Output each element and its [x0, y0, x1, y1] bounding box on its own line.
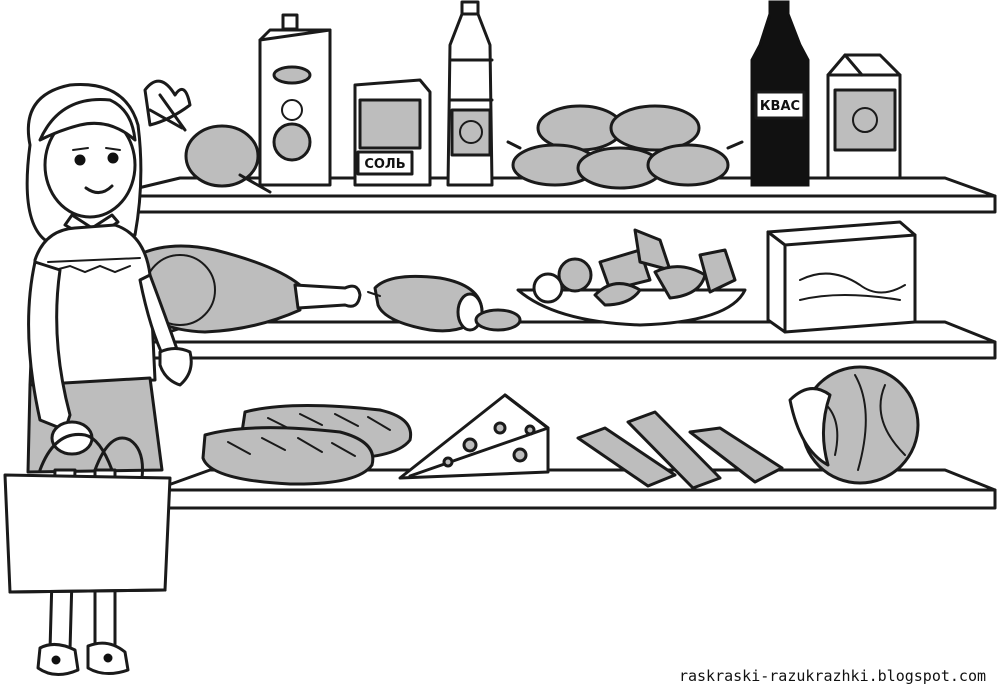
- baguette-front: [201, 426, 375, 486]
- sausage-links: [506, 104, 744, 190]
- cheese-wedge: [398, 393, 550, 480]
- cabbage: [788, 365, 920, 485]
- salami: [367, 274, 522, 333]
- shopper-girl: [25, 83, 193, 676]
- crispbread: [576, 410, 784, 490]
- beet: [143, 79, 272, 194]
- milk-carton-small: [826, 53, 902, 180]
- watermark: raskraski-razukrazhki.blogspot.com: [678, 667, 986, 685]
- oil-bottle: [446, 0, 494, 187]
- shelf-middle: [148, 320, 997, 360]
- kvass-bottle: КВАС: [750, 0, 810, 187]
- candy-bowl: [516, 228, 747, 327]
- biscuit-box: [766, 220, 917, 334]
- shelf-bottom: [158, 468, 997, 510]
- shopping-bag: [3, 432, 172, 594]
- kvass-label: КВАС: [760, 99, 800, 114]
- ham-leg: [136, 244, 362, 334]
- milk-carton-tall: [258, 13, 332, 187]
- salt-box: СОЛЬ: [353, 78, 432, 187]
- salt-label: СОЛЬ: [364, 157, 405, 172]
